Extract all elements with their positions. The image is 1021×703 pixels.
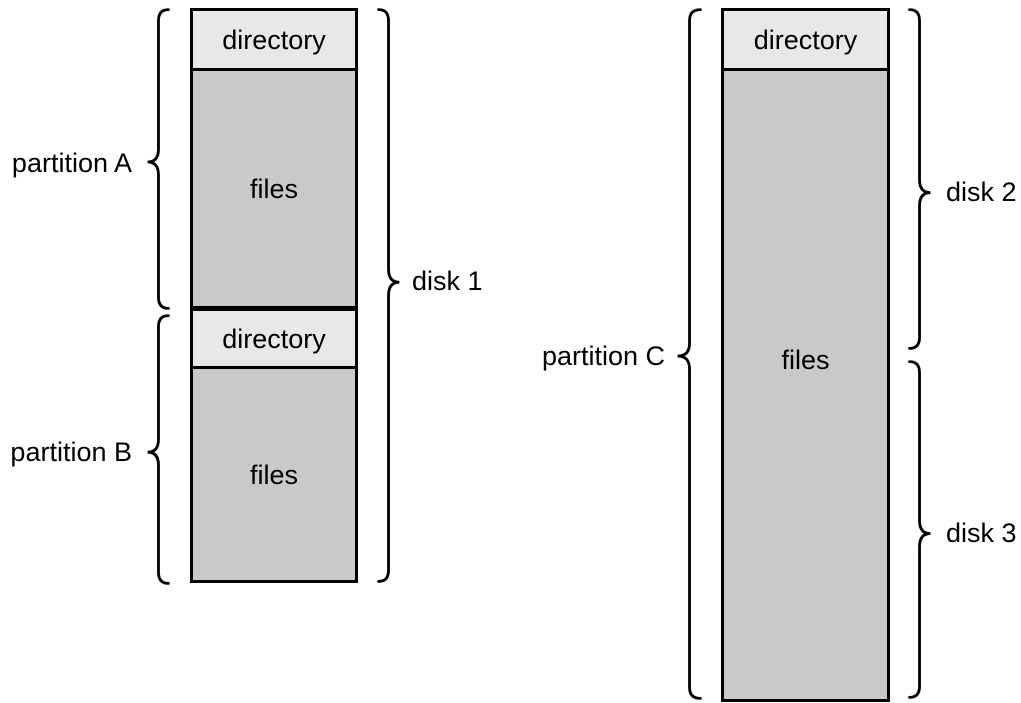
disk-1-label: disk 1 [412,266,483,296]
partition-c-brace [677,8,702,700]
disk-3-label: disk 3 [946,518,1017,548]
files-label: files [249,459,298,490]
directory-label: directory [222,323,326,354]
partition-a-files-section: files [193,71,355,306]
partition-a-directory-section: directory [193,11,355,68]
partition-a-label: partition A [11,148,132,178]
files-label: files [249,173,298,204]
directory-label: directory [222,24,326,55]
disk1-column: directory files directory files [190,8,358,583]
directory-label: directory [753,24,858,55]
partition-c-files-section: files [724,71,887,699]
partition-a-brace [147,8,170,310]
partition-c-label: partition C [541,341,665,371]
section-divider [724,68,887,71]
disk2-3-column: directory files [721,8,890,702]
partition-divider [193,306,355,311]
section-divider [193,68,355,71]
section-divider [193,366,355,369]
partition-c-directory-section: directory [724,11,887,68]
partition-b-label: partition B [10,437,132,467]
disk-2-brace [908,8,931,350]
partition-b-files-section: files [193,369,355,580]
disk-1-brace [377,8,400,583]
disk-3-brace [908,360,931,699]
partition-b-brace [147,314,170,585]
files-label: files [781,345,830,375]
partition-b-directory-section: directory [193,311,355,366]
disk-2-label: disk 2 [946,177,1017,207]
